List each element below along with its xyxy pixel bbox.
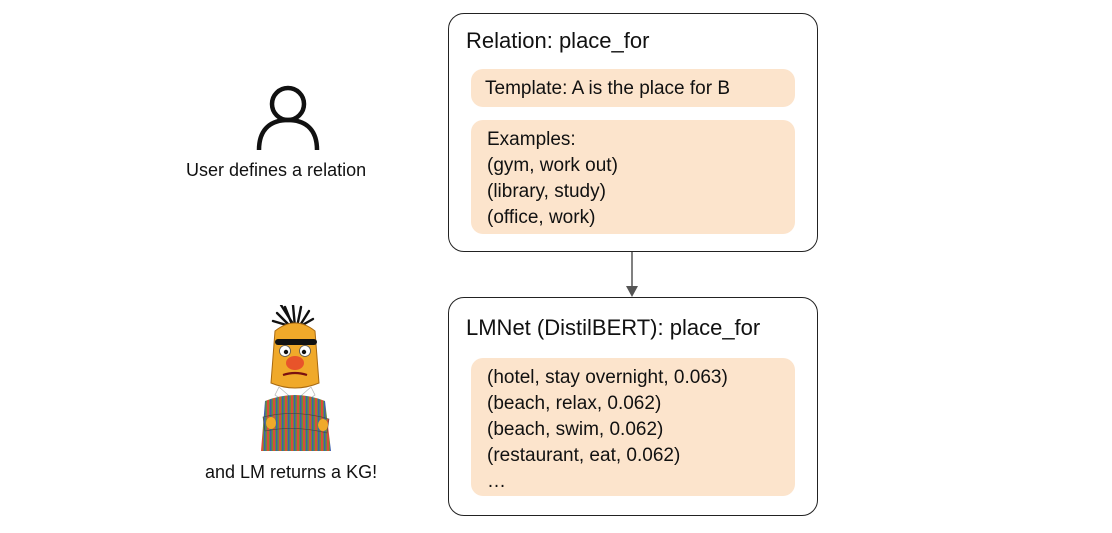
bert-character-image — [261, 305, 331, 451]
result-item: (beach, relax, 0.062) — [487, 393, 662, 414]
examples-box: Examples: (gym, work out) (library, stud… — [471, 120, 795, 234]
examples-header: Examples: — [487, 129, 576, 150]
result-item: (beach, swim, 0.062) — [487, 419, 664, 440]
example-item: (library, study) — [487, 181, 606, 202]
lm-caption: and LM returns a KG! — [205, 462, 378, 482]
result-item: (hotel, stay overnight, 0.063) — [487, 367, 728, 388]
relation-box: Relation: place_for Template: A is the p… — [448, 13, 818, 252]
user-caption: User defines a relation — [186, 160, 367, 180]
user-icon — [256, 85, 320, 151]
template-text: Template: A is the place for B — [485, 78, 731, 99]
results-box: (hotel, stay overnight, 0.063) (beach, r… — [471, 358, 795, 496]
template-box: Template: A is the place for B — [471, 69, 795, 107]
lmnet-box: LMNet (DistilBERT): place_for (hotel, st… — [448, 297, 818, 516]
connector-arrow — [626, 252, 638, 297]
example-item: (gym, work out) — [487, 155, 618, 176]
lmnet-box-title: LMNet (DistilBERT): place_for — [466, 315, 761, 340]
example-item: (office, work) — [487, 207, 596, 228]
result-ellipsis: … — [487, 471, 506, 492]
result-item: (restaurant, eat, 0.062) — [487, 445, 681, 466]
relation-box-title: Relation: place_for — [466, 28, 650, 53]
